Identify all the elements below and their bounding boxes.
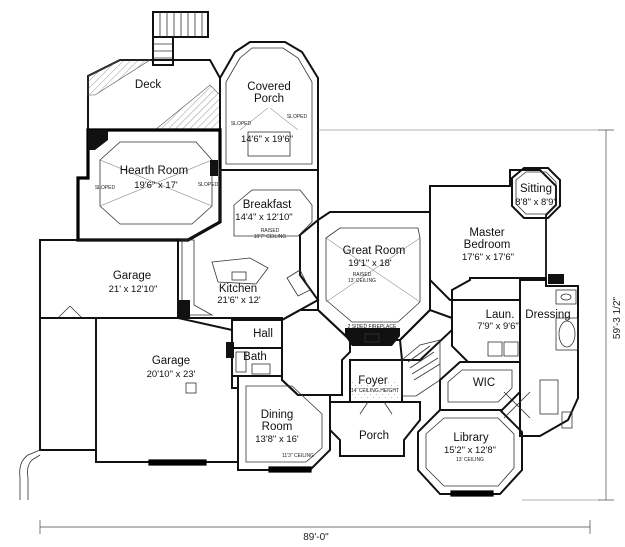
deck-stair: [152, 11, 209, 66]
sloped-note-3: SLOPED: [95, 185, 116, 191]
garage-2-area: [19, 317, 239, 500]
label-kitchen: Kitchen: [219, 283, 257, 295]
library-area: [417, 409, 523, 497]
label-breakfast: Breakfast: [243, 199, 292, 211]
size-laundry: 7'9" x 9'6": [477, 321, 519, 332]
label-dressing: Dressing: [525, 309, 570, 321]
dressing-area: [503, 274, 579, 437]
label-dining-2: Room: [262, 421, 293, 433]
size-sitting: 8'8" x 8'9": [515, 197, 557, 208]
covered-porch-line-1: Covered: [247, 81, 290, 93]
note-great-room-1: RAISED: [353, 272, 372, 278]
covered-porch-line-2: Porch: [254, 93, 284, 105]
label-foyer: Foyer: [358, 375, 388, 387]
size-kitchen: 21'6" x 12': [217, 295, 261, 306]
covered-porch-area: [219, 41, 319, 171]
garage-1-area: [39, 239, 179, 319]
note-breakfast-2: 10'7" CEILING: [254, 234, 287, 240]
sloped-note-4: SLOPED: [198, 182, 219, 188]
label-garage-1: Garage: [113, 270, 151, 282]
deck-area: [87, 59, 221, 131]
size-great-room: 19'1" x 18': [348, 258, 392, 269]
label-library: Library: [453, 432, 488, 444]
fireplace-note: 2 SIDED FIREPLACE: [348, 324, 397, 330]
label-laundry: Laun.: [486, 309, 515, 321]
note-breakfast-1: RAISED: [261, 228, 280, 234]
note-library: 13' CEILING: [456, 457, 484, 463]
label-sitting: Sitting: [520, 183, 552, 195]
size-garage-1: 21' x 12'10": [109, 284, 158, 295]
note-foyer: 14' CEILING HEIGHT: [351, 388, 399, 394]
master-bedroom-area: [429, 169, 557, 301]
label-garage-2: Garage: [152, 355, 190, 367]
size-hearth-room: 19'6" x 17': [134, 180, 178, 191]
label-porch: Porch: [359, 430, 389, 442]
sloped-note-2: SLOPED: [287, 114, 308, 120]
label-covered-porch-1: Covered: [247, 81, 290, 93]
size-garage-2: 20'10" x 23': [147, 369, 196, 380]
label-master-bedroom-2: Bedroom: [464, 239, 511, 251]
label-deck: Deck: [135, 79, 161, 91]
label-covered-porch-2: Porch: [254, 93, 284, 105]
label-wic: WIC: [473, 377, 495, 389]
size-library: 15'2" x 12'8": [444, 445, 496, 456]
size-covered-porch: 14'6" x 19'6": [241, 134, 293, 145]
dining-room-area: [237, 375, 331, 473]
hall-bath-area: [226, 317, 283, 377]
overall-depth-dimension: 59'-3 1/2": [612, 296, 623, 339]
hearth-room-area: [76, 128, 222, 242]
label-great-room: Great Room: [343, 245, 406, 257]
label-bath: Bath: [243, 351, 267, 363]
label-dining-1: Dining: [261, 409, 294, 421]
note-great-room-2: 13' CEILING: [348, 278, 376, 284]
sloped-note-1: SLOPED: [231, 121, 252, 127]
overall-width-dimension: 89'-0": [303, 532, 329, 543]
sitting-area: [511, 167, 561, 219]
label-hall: Hall: [253, 328, 273, 340]
size-breakfast: 14'4" x 12'10": [235, 212, 292, 223]
dimension-lines: [39, 129, 614, 534]
note-dining: 11'3" CEILING: [282, 453, 314, 459]
label-master-bedroom-1: Master: [469, 227, 504, 239]
wic-area: [439, 361, 521, 411]
size-master-bedroom: 17'6" x 17'6": [462, 252, 514, 263]
front-porch-area: [329, 401, 421, 457]
label-hearth-room: Hearth Room: [120, 165, 188, 177]
breakfast-kitchen-area: [177, 169, 320, 332]
size-dining: 13'8" x 16': [255, 434, 299, 445]
